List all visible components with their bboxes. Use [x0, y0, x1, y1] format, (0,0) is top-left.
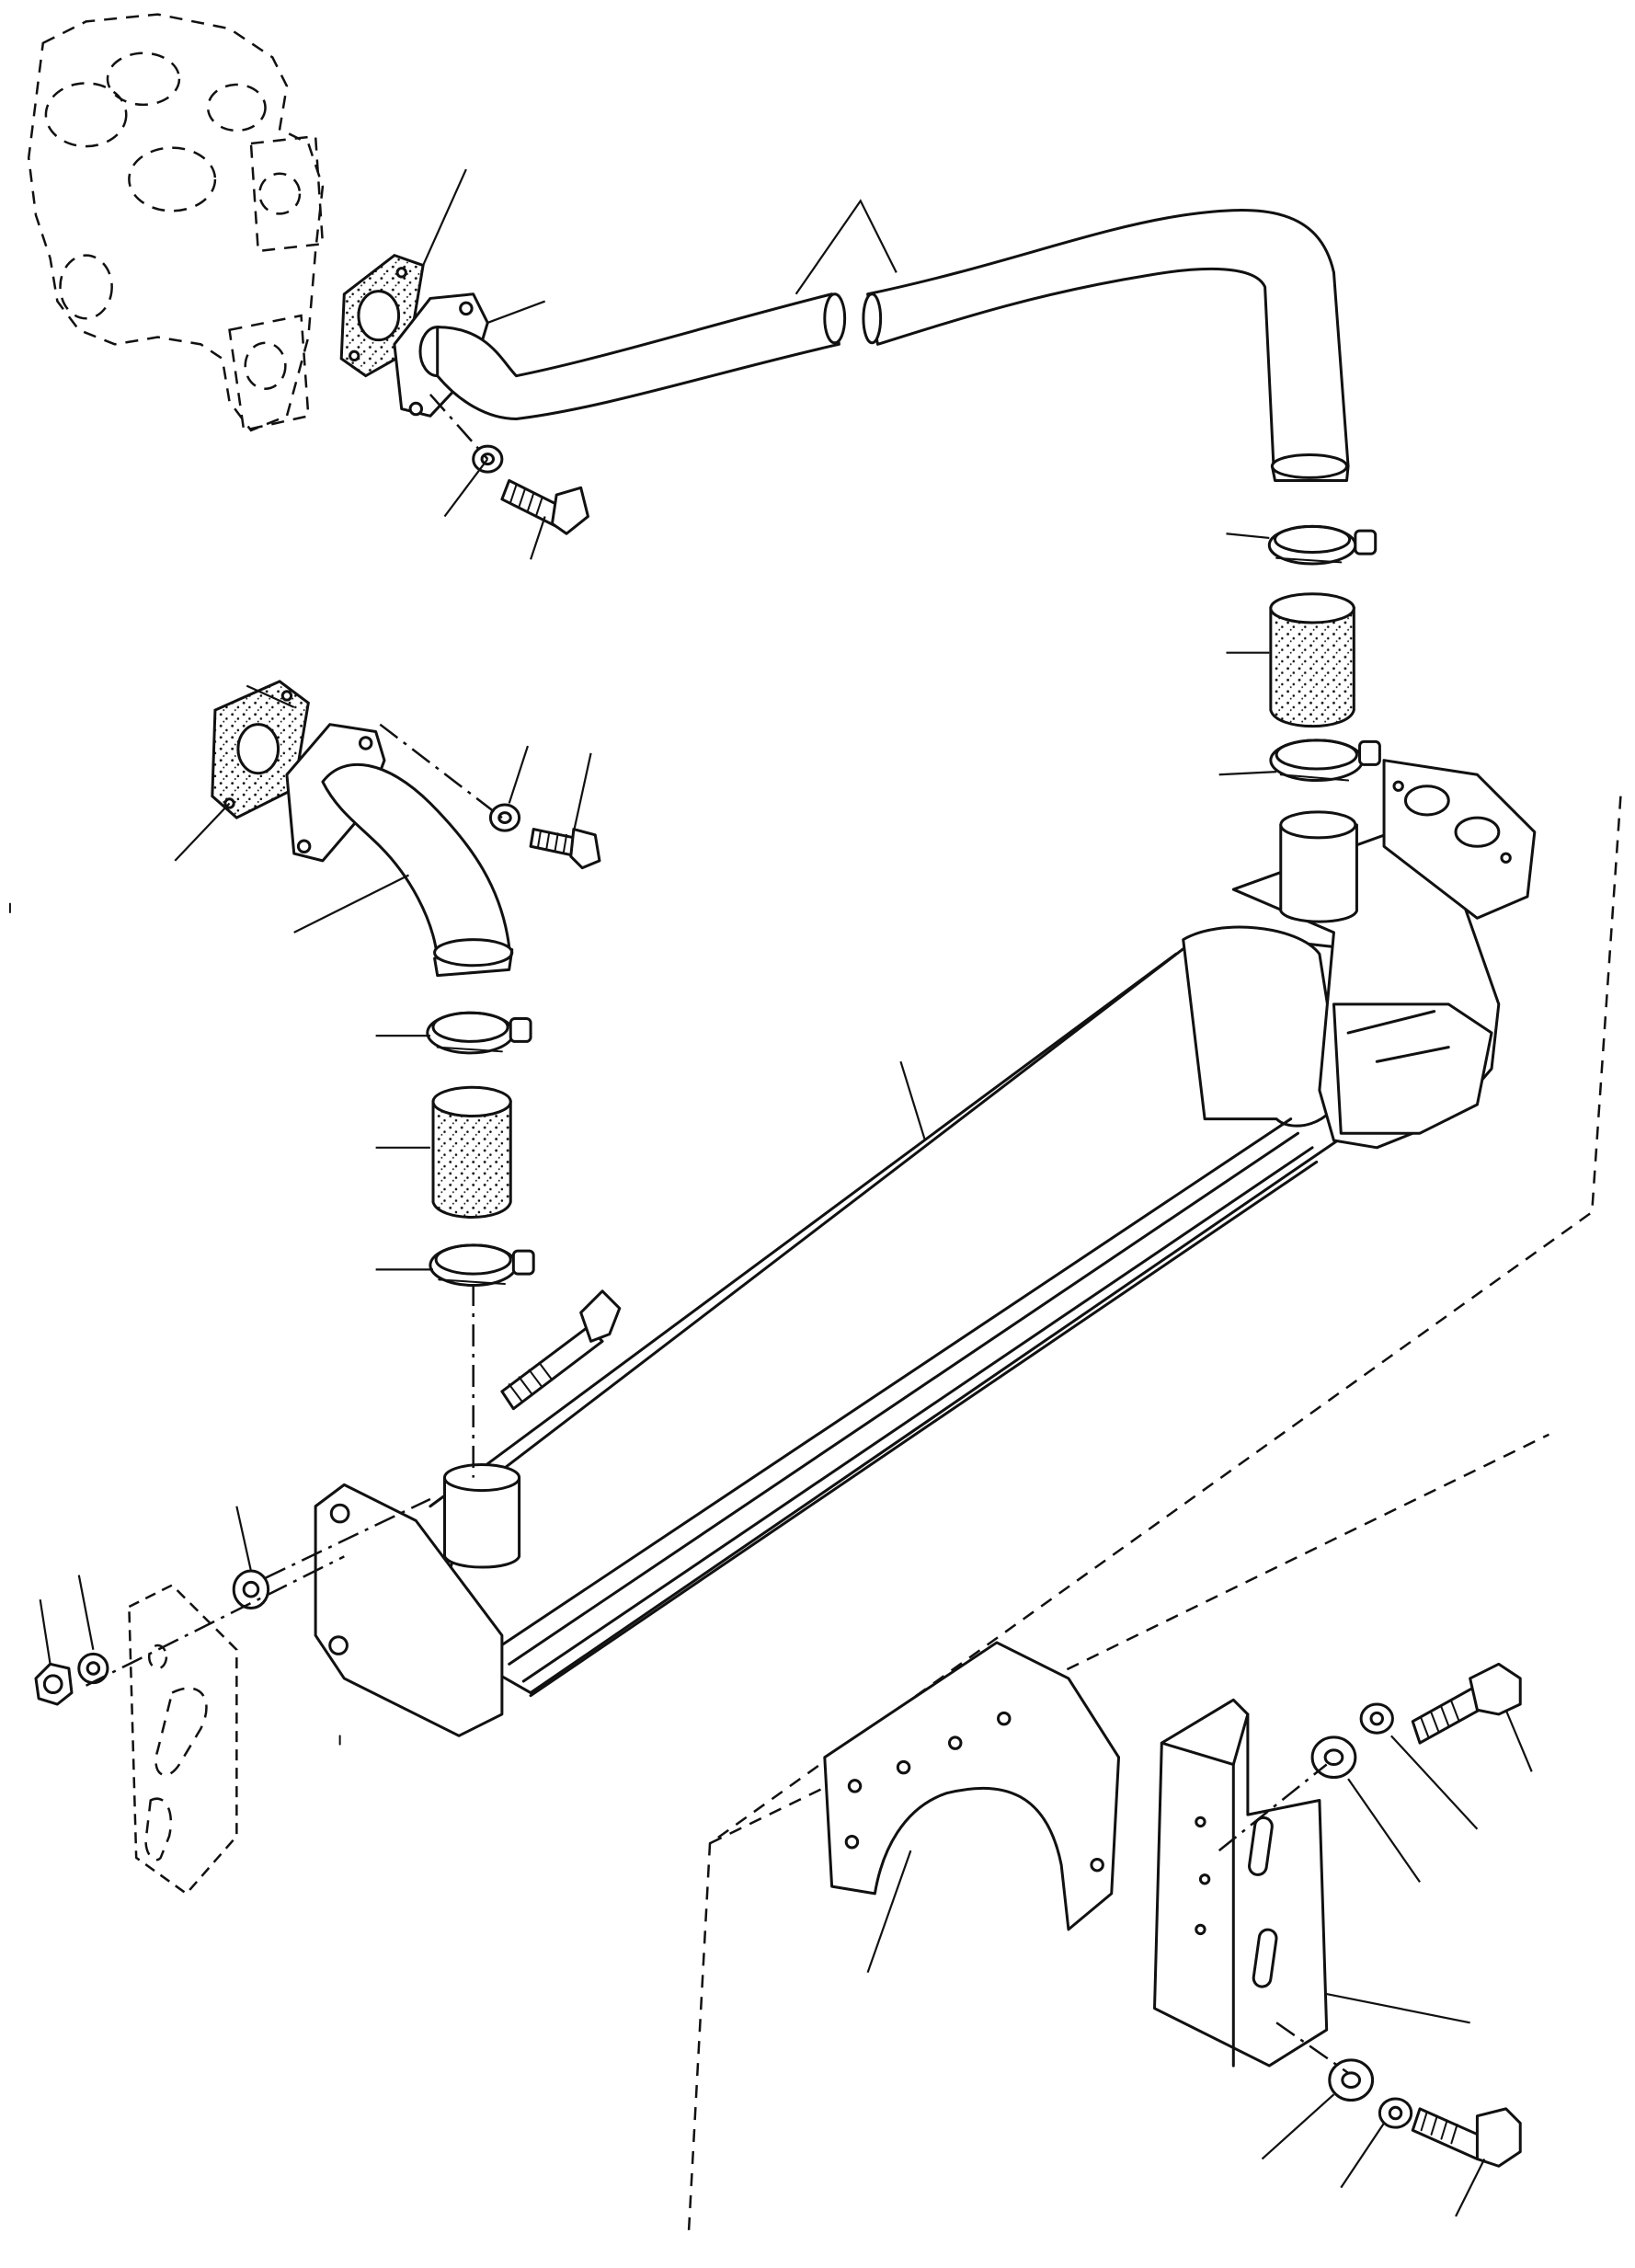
muffler-end-plate — [315, 1484, 502, 1735]
right-rubber-hose — [1271, 594, 1354, 727]
mounting-washer-small — [234, 1571, 268, 1609]
elbow-washer — [490, 805, 519, 830]
mounting-lockwasher — [79, 1654, 108, 1682]
bracket-lockwasher-upper — [1361, 1704, 1392, 1733]
left-hose-clamp-upper — [428, 1013, 531, 1053]
muffler-inlet-stub — [444, 1465, 519, 1568]
elbow-pipe — [287, 725, 512, 976]
left-mounting-plate — [129, 1586, 236, 1894]
stray-mark — [10, 904, 340, 1745]
support-bracket-b — [1155, 1700, 1327, 2066]
flange-bolt — [502, 481, 589, 534]
left-hose-clamp-lower — [430, 1245, 533, 1286]
left-rubber-hose — [433, 1087, 510, 1217]
mounting-nut — [36, 1664, 72, 1704]
muffler-body — [430, 761, 1535, 1696]
bracket-bolt-lower — [1412, 2109, 1520, 2166]
callout-leaders — [40, 169, 1532, 2216]
engine-block-outline — [29, 15, 323, 430]
support-bracket-a — [825, 1643, 1119, 1930]
lower-exhaust-gasket — [212, 682, 308, 818]
bracket-lockwasher-lower — [1379, 2099, 1411, 2127]
assembly-centerlines — [86, 395, 1348, 2073]
long-mounting-bolt — [502, 1291, 620, 1409]
upper-exhaust-pipe — [438, 211, 1348, 481]
right-hose-clamp-lower — [1271, 740, 1380, 781]
bracket-bolt-upper — [1412, 1664, 1520, 1743]
muffler-outlet-stub — [1281, 812, 1357, 922]
bracket-washer-lower — [1330, 2060, 1373, 2101]
right-hose-clamp-upper — [1269, 526, 1375, 564]
elbow-bolt — [531, 830, 600, 868]
